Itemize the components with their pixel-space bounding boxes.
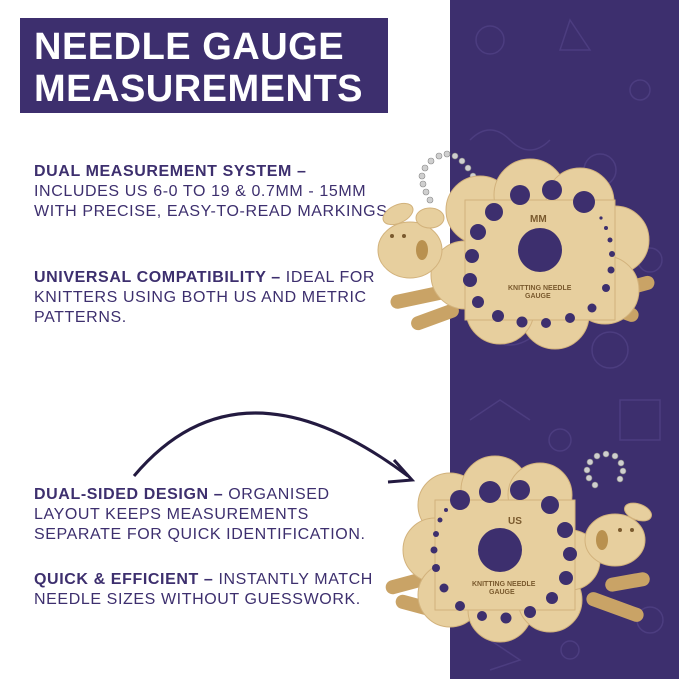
gauge-brand-line2: GAUGE [489, 589, 515, 596]
gauge-unit-label: MM [530, 214, 547, 225]
feature-heading: UNIVERSAL COMPATIBILITY – [34, 269, 281, 286]
gauge-brand-line1: KNITTING NEEDLE [508, 285, 572, 292]
feature-heading: DUAL MEASUREMENT SYSTEM – [34, 163, 307, 180]
feature-body: INSTANTLY MATCH NEEDLE SIZES WITHOUT GUE… [34, 571, 373, 608]
gauge-brand-line1: KNITTING NEEDLE [472, 581, 536, 588]
feature-quick-efficient: QUICK & EFFICIENT – INSTANTLY MATCH NEED… [34, 570, 394, 610]
feature-dual-sided-design: DUAL-SIDED DESIGN – ORGANISED LAYOUT KEE… [34, 485, 394, 545]
feature-dual-measurement: DUAL MEASUREMENT SYSTEM – INCLUDES US 6-… [34, 162, 394, 222]
feature-heading: QUICK & EFFICIENT – [34, 571, 214, 588]
us-needle-gauge: US KNITTING NEEDLE GAUGE [385, 450, 652, 643]
ball-chain-icon [583, 450, 627, 489]
feature-heading: DUAL-SIDED DESIGN – [34, 486, 224, 503]
page-title: NEEDLE GAUGE MEASUREMENTS [34, 26, 364, 110]
feature-universal-compatibility: UNIVERSAL COMPATIBILITY – IDEAL FOR KNIT… [34, 268, 394, 328]
metric-needle-gauge: MM KNITTING NEEDLE GAUGE [377, 150, 655, 350]
gauge-brand-line2: GAUGE [525, 293, 551, 300]
curved-arrow-icon [132, 411, 416, 484]
feature-body: IDEAL FOR KNITTERS USING BOTH US AND MET… [34, 269, 376, 326]
gauge-unit-label: US [508, 516, 522, 527]
title-banner: NEEDLE GAUGE MEASUREMENTS [20, 18, 388, 113]
feature-body: INCLUDES US 6-0 TO 19 & 0.7MM - 15MM WIT… [34, 183, 393, 220]
feature-body: ORGANISED LAYOUT KEEPS MEASUREMENTS SEPA… [34, 486, 366, 543]
